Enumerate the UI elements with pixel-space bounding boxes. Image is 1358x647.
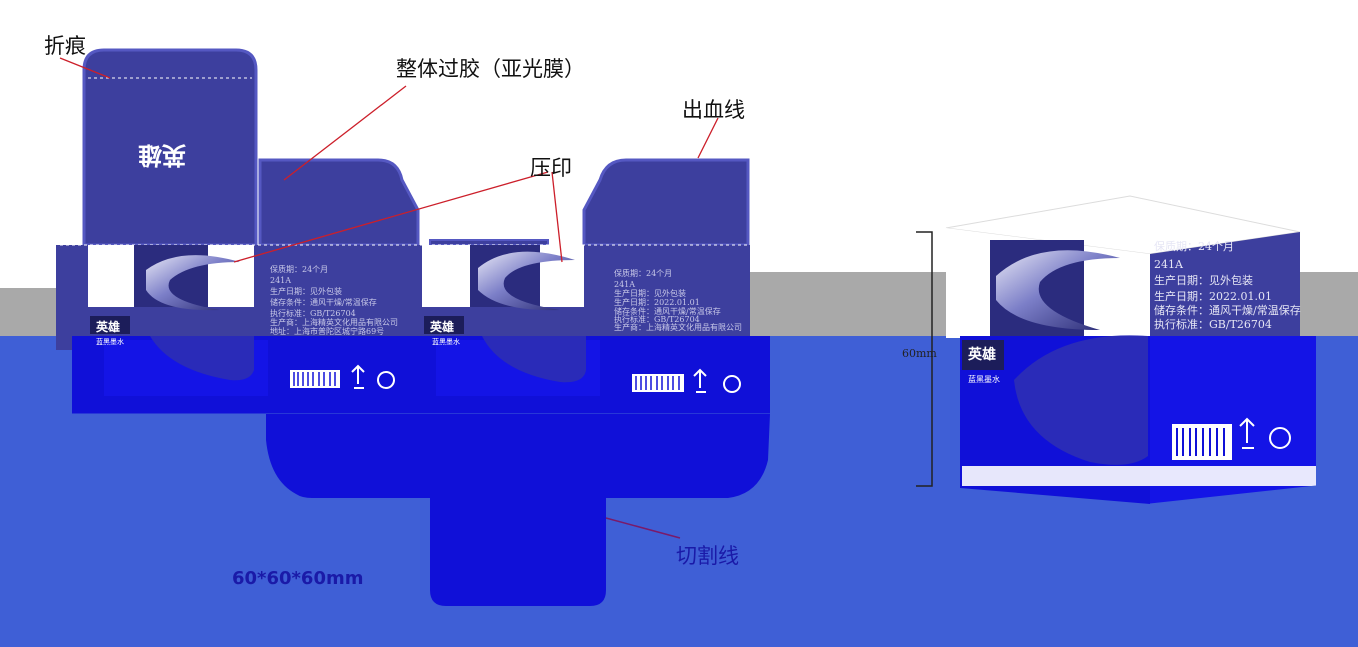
top-tuck-flap [82,48,258,247]
model-text-3d: 241A [1154,258,1183,271]
side-date-text-3d: 生产日期：2022.01.01 [1154,290,1272,303]
brand-box-3 [424,316,464,334]
dust-flap-right [582,158,750,247]
address-text: 地址：上海市普陀区城宁路69号 [270,327,385,336]
brand-box-1 [90,316,130,334]
storage-text-3d: 储存条件：通风干燥/常温保存 [1154,304,1301,317]
recycle-icon-panel-2 [351,364,395,389]
brand-top-flap: 英雄 [138,141,186,170]
box-lower-swirl [1014,335,1148,465]
model-text-4: 241A [614,280,636,289]
glue-flap [56,245,86,350]
dimension-bracket [916,231,933,487]
swirl-1-wave [146,255,240,311]
bleed-line-label: 出血线 [682,98,745,122]
box-size-label: 60*60*60mm [232,568,364,589]
leader-emboss-b [551,171,563,263]
brand-panel-1: 英雄 [96,320,121,334]
bottom-tuck-tab [430,498,606,606]
leader-lamination [283,85,407,181]
white-block-3a [422,245,470,307]
production-date-text: 生产日期：见外包装 [270,287,342,296]
recycle-icon-panel-4 [693,368,741,393]
standard-text: 执行标准：GB/T26704 [270,309,356,318]
brand-panel-3: 英雄 [430,320,455,334]
cut-line-label: 切割线 [676,544,739,568]
leader-crease [59,57,111,79]
lower-strip [72,396,770,414]
leader-bleed [697,117,719,159]
manufacturer-text-4: 生产商：上海精英文化用品有限公司 [614,323,742,332]
model-text: 241A [270,276,292,285]
dimension-label: 60mm [902,347,937,360]
swirl-lower-3 [482,336,586,383]
recycle-icon-3d [1239,417,1291,449]
lamination-label: 整体过胶（亚光膜） [396,57,585,81]
white-block-1a [88,245,134,307]
storage-text-4: 储存条件：通风干燥/常温保存 [614,307,721,316]
swirl-3-wave [478,251,575,311]
swirl-lower-1 [150,336,254,381]
lower-panel-2 [266,336,432,398]
panel-2 [256,245,420,350]
lower-panel-4 [600,336,770,398]
barcode-panel-2 [290,370,340,388]
bottom-flap [266,414,770,498]
box-brand-plate [962,340,1004,370]
dust-flap-left [258,158,420,247]
box-lower-right [1150,336,1316,504]
barcode-3d [1172,424,1232,460]
box-lower-white [962,466,1316,486]
product-name-3d-box: 蓝黑墨水 [968,375,1000,384]
product-name-panel-1: 蓝黑墨水 [96,338,124,346]
storage-text: 储存条件：通风干燥/常温保存 [270,298,377,307]
side-date-text-4: 生产日期：2022.01.01 [614,298,700,307]
box-front-swirl [996,250,1120,330]
barcode-panel-4 [632,374,684,392]
box-bottom-edge [1149,485,1317,505]
crease-label: 折痕 [44,34,86,58]
white-block-1b [208,245,254,307]
panel-4 [584,245,750,350]
box-right-face [1150,232,1300,338]
manufacturer-text: 生产商：上海精英文化用品有限公司 [270,318,398,327]
shelf-life-text-3d: 保质期：24个月 [1154,240,1234,253]
product-name-panel-3: 蓝黑墨水 [432,338,460,346]
brand-3d-box: 英雄 [968,347,996,363]
embossing-label: 压印 [530,156,572,180]
shelf-life-text-4: 保质期：24个月 [614,269,673,278]
center-tab [429,239,549,246]
shelf-life-text: 保质期：24个月 [270,265,329,274]
leader-emboss-a [233,171,549,263]
leader-cut [605,517,681,539]
standard-text-3d: 执行标准：GB/T26704 [1154,318,1272,331]
standard-text-4: 执行标准：GB/T26704 [614,315,700,324]
production-date-text-3d: 生产日期：见外包装 [1154,274,1253,287]
production-date-text-4: 生产日期：见外包装 [614,289,686,298]
